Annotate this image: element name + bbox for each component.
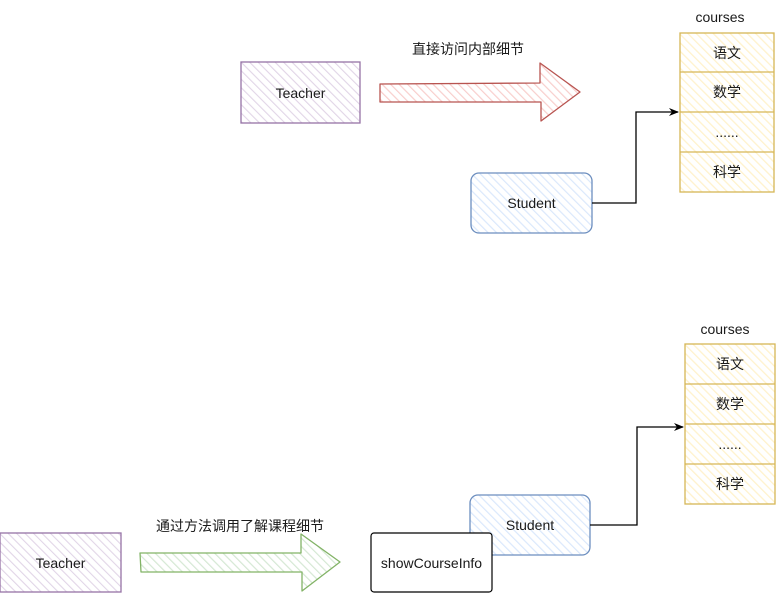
teacher-label-bottom: Teacher <box>35 554 86 571</box>
show-course-info-box[interactable] <box>370 532 493 593</box>
method-call-label: 通过方法调用了解课程细节 <box>156 519 324 535</box>
teacher-label-top: Teacher <box>275 84 326 101</box>
show-course-info-label: showCourseInfo <box>380 554 483 571</box>
courses-title-bottom: courses <box>700 321 750 337</box>
courses-table-bottom <box>684 343 776 505</box>
student-to-courses-connector-bottom <box>590 423 684 526</box>
direct-access-arrow <box>379 62 581 122</box>
method-call-arrow <box>139 533 341 592</box>
course-item: 科学 <box>713 165 741 181</box>
course-item: 语文 <box>713 45 741 62</box>
direct-access-label: 直接访问内部细节 <box>412 42 524 58</box>
student-label-top: Student <box>507 195 556 211</box>
teacher-box-top[interactable] <box>240 61 361 124</box>
course-item: ...... <box>718 436 742 452</box>
course-item: 科学 <box>716 477 744 493</box>
courses-title-top: courses <box>695 9 745 25</box>
course-item: 数学 <box>713 85 741 101</box>
teacher-box-bottom[interactable] <box>0 532 122 593</box>
courses-table-top <box>679 32 775 193</box>
course-item: 数学 <box>716 397 744 413</box>
course-item: ...... <box>715 124 739 140</box>
student-label-bottom: Student <box>505 517 555 533</box>
course-item: 语文 <box>716 357 744 373</box>
student-to-courses-connector-top <box>592 108 679 204</box>
